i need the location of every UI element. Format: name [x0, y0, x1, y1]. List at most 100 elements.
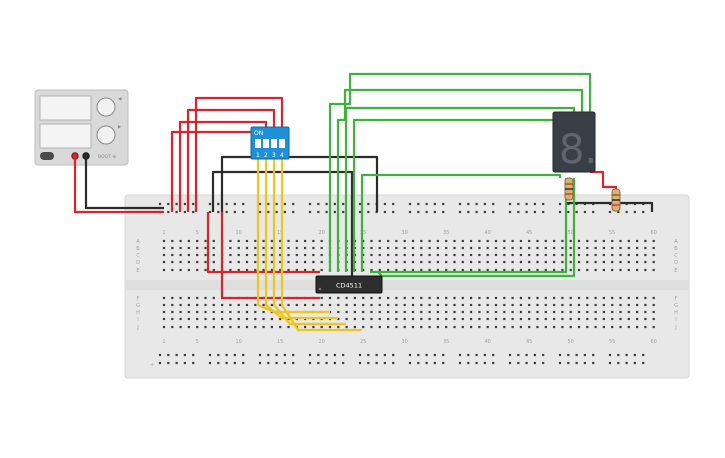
breadboard-hole[interactable] [503, 317, 506, 321]
breadboard-hole[interactable] [528, 253, 531, 257]
breadboard-hole[interactable] [569, 268, 572, 272]
breadboard-hole[interactable] [221, 303, 224, 307]
breadboard-hole[interactable] [528, 268, 531, 272]
breadboard-hole[interactable] [511, 239, 514, 243]
breadboard-hole[interactable] [158, 353, 162, 357]
breadboard-hole[interactable] [237, 325, 240, 329]
breadboard-hole[interactable] [461, 260, 464, 264]
breadboard-hole[interactable] [387, 260, 390, 264]
breadboard-hole[interactable] [561, 303, 564, 307]
breadboard-hole[interactable] [445, 246, 448, 250]
breadboard-hole[interactable] [442, 353, 445, 357]
breadboard-hole[interactable] [229, 268, 232, 272]
breadboard-hole[interactable] [575, 361, 578, 365]
breadboard-hole[interactable] [642, 361, 645, 365]
breadboard-hole[interactable] [208, 202, 212, 206]
breadboard-hole[interactable] [167, 202, 170, 206]
breadboard-hole[interactable] [192, 210, 195, 214]
breadboard-hole[interactable] [433, 210, 436, 214]
breadboard-hole[interactable] [187, 310, 190, 314]
breadboard-hole[interactable] [627, 317, 630, 321]
breadboard-hole[interactable] [304, 253, 307, 257]
breadboard-hole[interactable] [378, 325, 381, 329]
breadboard-hole[interactable] [162, 325, 166, 329]
breadboard-hole[interactable] [519, 310, 522, 314]
breadboard-hole[interactable] [542, 353, 545, 357]
breadboard-hole[interactable] [567, 210, 570, 214]
breadboard-hole[interactable] [511, 310, 514, 314]
breadboard-hole[interactable] [221, 325, 224, 329]
breadboard-hole[interactable] [187, 325, 190, 329]
breadboard-hole[interactable] [445, 303, 448, 307]
breadboard-hole[interactable] [420, 310, 423, 314]
breadboard-hole[interactable] [225, 210, 228, 214]
breadboard-hole[interactable] [204, 260, 207, 264]
breadboard-hole[interactable] [428, 260, 431, 264]
breadboard-hole[interactable] [212, 246, 215, 250]
breadboard-hole[interactable] [553, 246, 556, 250]
breadboard-hole[interactable] [592, 353, 595, 357]
breadboard-hole[interactable] [461, 268, 464, 272]
breadboard-hole[interactable] [158, 361, 162, 365]
breadboard-hole[interactable] [333, 361, 336, 365]
breadboard-hole[interactable] [370, 253, 373, 257]
breadboard-hole[interactable] [279, 303, 282, 307]
breadboard-hole[interactable] [503, 296, 506, 300]
breadboard-hole[interactable] [627, 246, 630, 250]
breadboard-hole[interactable] [652, 268, 655, 272]
breadboard-hole[interactable] [387, 246, 390, 250]
power-switch-icon[interactable] [40, 152, 54, 160]
red-wire[interactable] [194, 96, 284, 212]
breadboard-hole[interactable] [337, 317, 340, 321]
breadboard-hole[interactable] [333, 353, 336, 357]
breadboard-hole[interactable] [553, 325, 556, 329]
breadboard-hole[interactable] [179, 268, 182, 272]
breadboard-hole[interactable] [617, 361, 620, 365]
breadboard-hole[interactable] [575, 210, 578, 214]
breadboard-hole[interactable] [275, 353, 278, 357]
breadboard-hole[interactable] [179, 260, 182, 264]
breadboard-hole[interactable] [461, 325, 464, 329]
breadboard-hole[interactable] [317, 202, 320, 206]
breadboard-hole[interactable] [558, 361, 562, 365]
breadboard-hole[interactable] [519, 253, 522, 257]
breadboard-hole[interactable] [644, 296, 647, 300]
breadboard-hole[interactable] [528, 310, 531, 314]
breadboard-hole[interactable] [577, 317, 581, 321]
breadboard-hole[interactable] [553, 239, 556, 243]
breadboard-hole[interactable] [470, 317, 473, 321]
cd4511-chip[interactable]: CD4511 [315, 275, 383, 294]
breadboard-hole[interactable] [503, 246, 506, 250]
breadboard-hole[interactable] [378, 296, 381, 300]
breadboard-hole[interactable] [358, 210, 362, 214]
breadboard-hole[interactable] [602, 296, 605, 300]
breadboard-hole[interactable] [171, 310, 174, 314]
breadboard-hole[interactable] [586, 310, 589, 314]
breadboard-hole[interactable] [483, 361, 486, 365]
breadboard-hole[interactable] [279, 260, 282, 264]
breadboard-hole[interactable] [420, 239, 423, 243]
breadboard-hole[interactable] [483, 210, 486, 214]
breadboard-hole[interactable] [395, 303, 398, 307]
breadboard-hole[interactable] [187, 317, 190, 321]
breadboard-hole[interactable] [433, 353, 436, 357]
breadboard-hole[interactable] [561, 239, 564, 243]
breadboard-hole[interactable] [270, 303, 273, 307]
breadboard-hole[interactable] [175, 202, 178, 206]
breadboard-hole[interactable] [561, 325, 564, 329]
breadboard-hole[interactable] [208, 361, 212, 365]
breadboard-hole[interactable] [212, 253, 215, 257]
breadboard-hole[interactable] [544, 246, 547, 250]
breadboard-hole[interactable] [544, 296, 547, 300]
breadboard-hole[interactable] [403, 268, 406, 272]
breadboard-hole[interactable] [528, 260, 531, 264]
breadboard-hole[interactable] [633, 353, 636, 357]
breadboard-hole[interactable] [544, 325, 547, 329]
breadboard-hole[interactable] [283, 361, 286, 365]
breadboard-hole[interactable] [171, 325, 174, 329]
breadboard-hole[interactable] [633, 361, 636, 365]
breadboard-hole[interactable] [295, 260, 298, 264]
breadboard-hole[interactable] [262, 260, 265, 264]
breadboard-hole[interactable] [503, 253, 506, 257]
breadboard-hole[interactable] [445, 253, 448, 257]
